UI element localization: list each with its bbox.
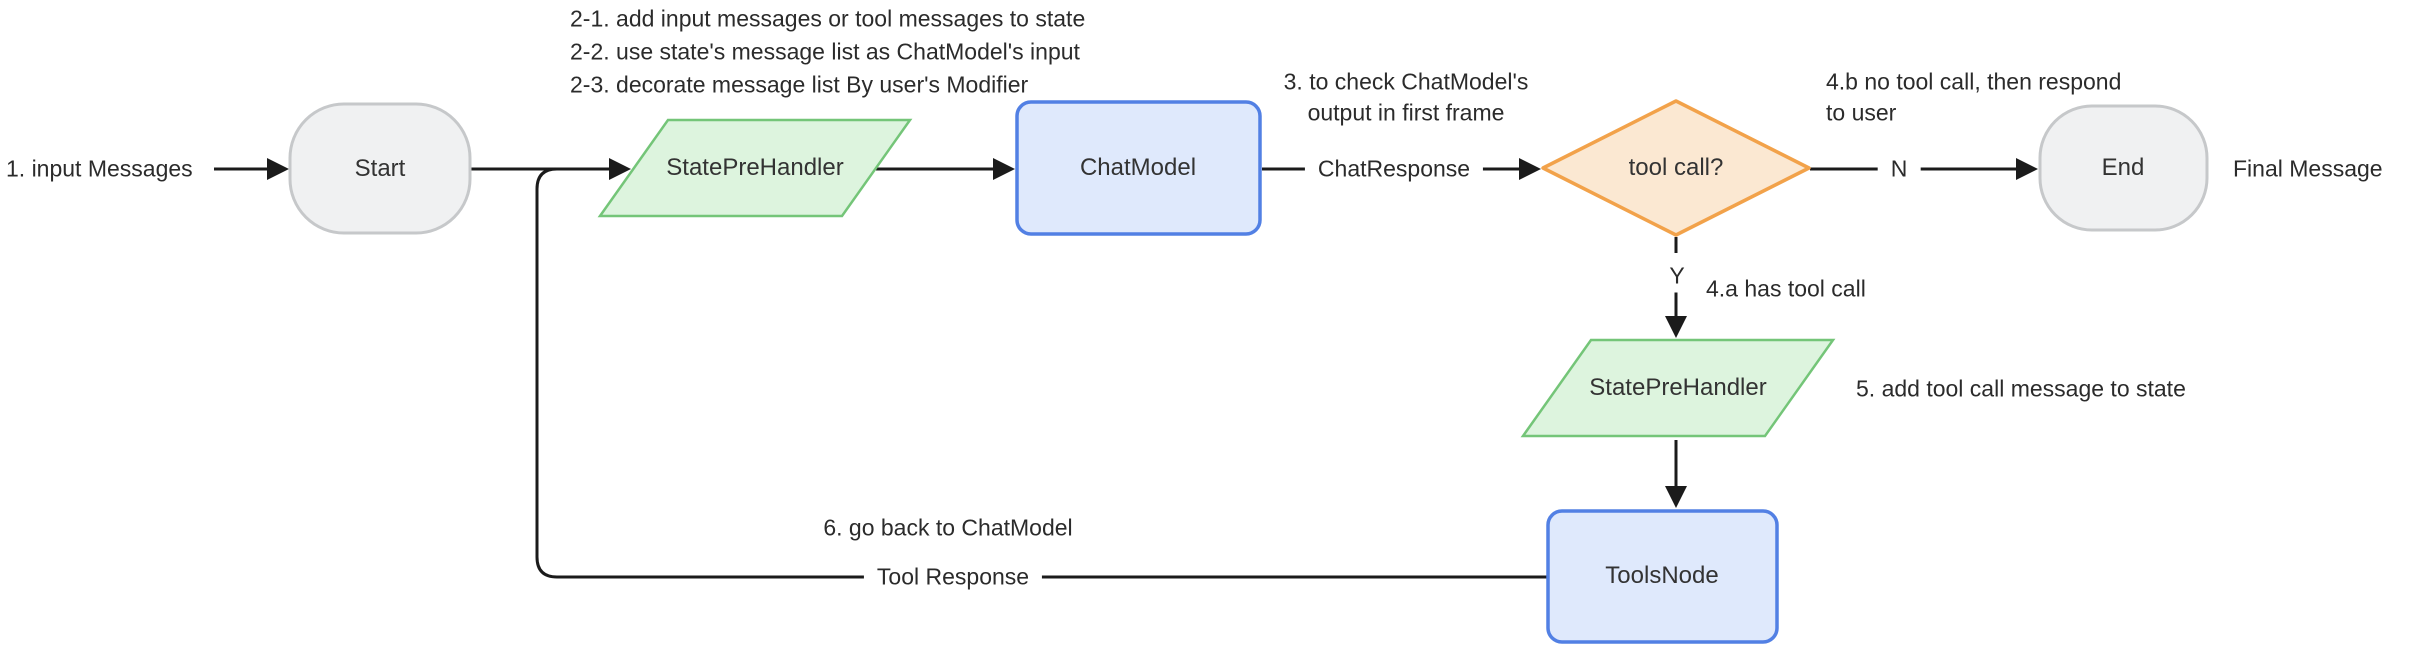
annotation-step6: 6. go back to ChatModel: [823, 514, 1073, 541]
annotation-final-message: Final Message: [2233, 155, 2383, 182]
annotation-step4a: 4.a has tool call: [1706, 275, 1866, 302]
annotation-step3-line1: 3. to check ChatModel's: [1283, 68, 1529, 95]
annotation-step3-line2: output in first frame: [1307, 99, 1505, 126]
arrowhead-into-decision: [1519, 158, 1541, 180]
tool-response-edge-label: Tool Response: [863, 560, 1043, 594]
tools-node-shape: [1546, 509, 1779, 644]
annotation-step4b-line1: 4.b no tool call, then respond: [1826, 68, 2122, 95]
state-pre-handler-2-shape: [1520, 338, 1836, 438]
chat-model-label: ChatModel: [1079, 154, 1197, 181]
arrowhead-into-statehandler2: [1665, 316, 1687, 338]
arrowhead-into-end: [2016, 158, 2038, 180]
chat-response-edge-label: ChatResponse: [1304, 152, 1484, 186]
arrowhead-group: [267, 158, 2038, 508]
arrowhead-into-start: [267, 158, 289, 180]
start-node-shape: [288, 102, 472, 235]
chat-model-shape: [1015, 100, 1262, 236]
start-node-label: Start: [354, 155, 406, 182]
annotation-input-messages: 1. input Messages: [6, 155, 193, 182]
annotation-step2-line1: 2-1. add input messages or tool messages…: [570, 5, 1086, 32]
annotation-step5: 5. add tool call message to state: [1856, 375, 2186, 402]
yes-branch-label: Y: [1663, 259, 1691, 293]
annotation-step4b-line2: to user: [1826, 99, 1897, 126]
edge-return-toolsnode-to-main: [535, 167, 1548, 579]
arrowhead-into-statehandler1: [609, 158, 631, 180]
no-branch-label: N: [1877, 152, 1921, 186]
arrowhead-into-chatmodel: [993, 158, 1015, 180]
end-node-shape: [2038, 104, 2209, 232]
state-pre-handler-1-label: StatePreHandler: [666, 154, 844, 181]
annotation-step2-line2: 2-2. use state's message list as ChatMod…: [570, 38, 1080, 65]
annotation-step2-line3: 2-3. decorate message list By user's Mod…: [570, 71, 1029, 98]
state-pre-handler-2-label: StatePreHandler: [1589, 374, 1767, 401]
tool-call-decision-label: tool call?: [1628, 154, 1724, 181]
arrowhead-into-toolsnode: [1665, 486, 1687, 508]
tool-call-decision-shape: [1541, 99, 1811, 237]
state-pre-handler-1-shape: [597, 118, 913, 218]
tools-node-label: ToolsNode: [1605, 562, 1719, 589]
end-node-label: End: [2101, 154, 2145, 181]
